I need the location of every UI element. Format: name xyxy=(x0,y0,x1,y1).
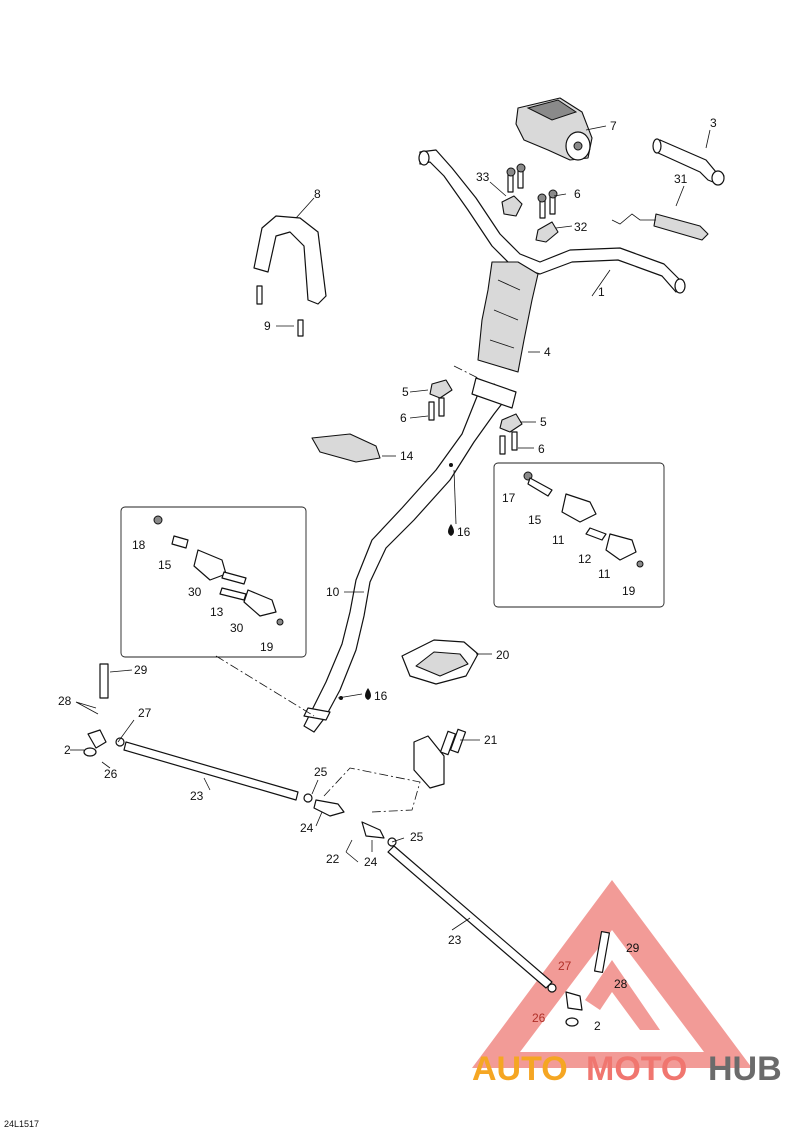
grab-handle-part-8 xyxy=(253,215,327,337)
label-27-left: 27 xyxy=(138,706,152,720)
label-18: 18 xyxy=(132,538,146,552)
label-21: 21 xyxy=(484,733,498,747)
label-25-upper: 25 xyxy=(314,765,328,779)
label-28-right: 28 xyxy=(614,977,628,991)
label-6-right: 6 xyxy=(538,442,545,456)
label-3: 3 xyxy=(710,116,717,130)
loctite-drop-icon-1 xyxy=(448,524,454,536)
label-24-right: 24 xyxy=(364,855,378,869)
label-17: 17 xyxy=(502,491,516,505)
label-7: 7 xyxy=(610,119,617,133)
label-29-left: 29 xyxy=(134,663,148,677)
label-14: 14 xyxy=(400,449,414,463)
label-19-left: 19 xyxy=(260,640,274,654)
label-19-right: 19 xyxy=(622,584,636,598)
label-leaders xyxy=(70,125,711,931)
label-28-left: 28 xyxy=(58,694,72,708)
detail-box-left xyxy=(120,506,307,658)
label-15-right: 15 xyxy=(528,513,542,527)
label-20: 20 xyxy=(496,648,510,662)
label-32: 32 xyxy=(574,220,588,234)
label-30-a: 30 xyxy=(188,585,202,599)
label-33: 33 xyxy=(476,170,490,184)
watermark-hub: HUB xyxy=(708,1050,782,1088)
label-13: 13 xyxy=(210,605,224,619)
label-2-right: 2 xyxy=(594,1019,601,1033)
label-10: 10 xyxy=(326,585,340,599)
tie-rod-end-left xyxy=(83,663,109,757)
tie-rod-end-right xyxy=(565,931,611,1027)
label-8: 8 xyxy=(314,187,321,201)
label-11-b: 11 xyxy=(598,567,611,581)
label-25-lower: 25 xyxy=(410,830,424,844)
label-16-bottom: 16 xyxy=(374,689,388,703)
label-27-right: 27 xyxy=(558,959,572,973)
label-24-left: 24 xyxy=(300,821,314,835)
label-6-top: 6 xyxy=(574,187,581,201)
label-26-left: 26 xyxy=(104,767,118,781)
console-cover-part-7 xyxy=(515,97,593,161)
clamp-part-33 xyxy=(501,163,526,217)
steering-riser-part-4 xyxy=(477,261,539,373)
watermark-auto: AUTO xyxy=(472,1050,568,1088)
label-1: 1 xyxy=(598,285,605,299)
label-5-left: 5 xyxy=(402,385,409,399)
label-6-left: 6 xyxy=(400,411,407,425)
drawing-code: 24L1517 xyxy=(4,1119,39,1129)
plate-part-14 xyxy=(311,433,381,463)
cover-part-20 xyxy=(401,639,479,685)
clamp-part-32 xyxy=(535,189,559,243)
dash-dot-leader-lines xyxy=(215,365,479,813)
label-30-b: 30 xyxy=(230,621,244,635)
automotohub-watermark-text: AUTO MOTO HUB xyxy=(472,1050,782,1088)
label-26-right: 26 xyxy=(532,1011,546,1025)
label-15-left: 15 xyxy=(158,558,172,572)
label-5-right: 5 xyxy=(540,415,547,429)
label-22: 22 xyxy=(326,852,340,866)
tie-rod-part-23-upper xyxy=(115,737,345,817)
steering-column-part-10 xyxy=(303,377,517,733)
bracket-part-21 xyxy=(413,728,467,789)
label-11-a: 11 xyxy=(552,533,565,547)
watermark-moto: MOTO xyxy=(586,1050,687,1088)
heated-grip-part-31 xyxy=(611,213,709,241)
clamp-part-5-right xyxy=(499,413,523,455)
loctite-drop-icon-2 xyxy=(365,688,371,700)
label-4: 4 xyxy=(544,345,551,359)
label-31: 31 xyxy=(674,172,688,186)
tie-rod-part-23-lower xyxy=(361,821,557,993)
label-16-top: 16 xyxy=(457,525,471,539)
label-9: 9 xyxy=(264,319,271,333)
label-23-lower: 23 xyxy=(448,933,462,947)
detail-box-right xyxy=(493,462,665,608)
clamp-part-5-left xyxy=(428,379,453,421)
label-29-right: 29 xyxy=(626,941,640,955)
part-number-labels: 1 2 2 3 4 5 5 6 6 6 7 8 9 10 11 11 12 13… xyxy=(58,116,717,1033)
automotohub-watermark-logo xyxy=(472,880,752,1068)
handlebar-part-1 xyxy=(418,149,686,294)
label-2-left: 2 xyxy=(64,743,71,757)
label-23-upper: 23 xyxy=(190,789,204,803)
handlebar-grip-part-3 xyxy=(652,138,725,186)
label-12: 12 xyxy=(578,552,592,566)
